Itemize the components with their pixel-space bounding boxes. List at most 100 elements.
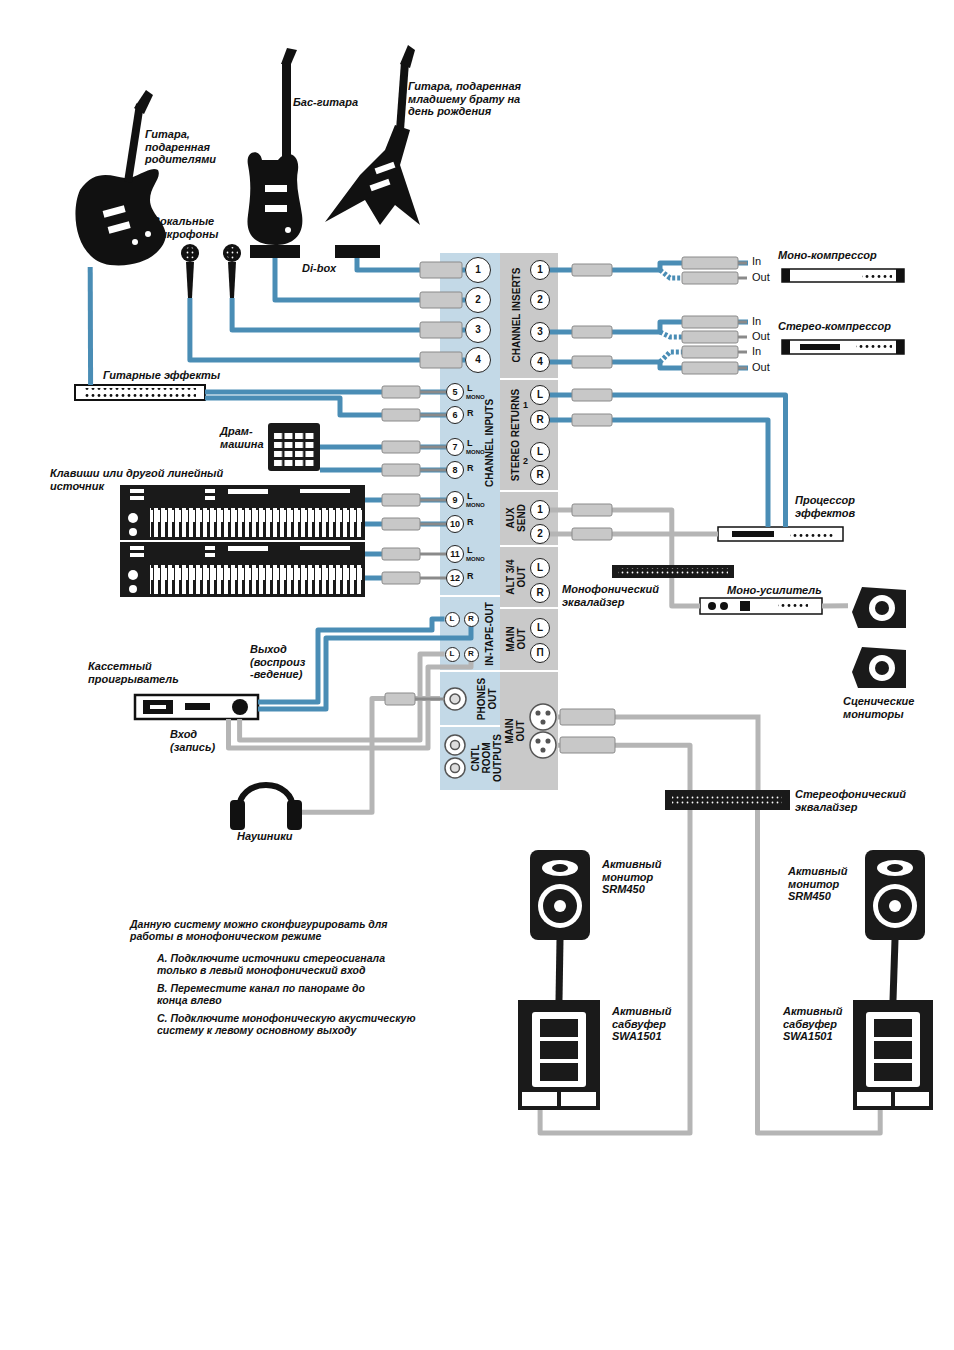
headphones [239,785,293,812]
jack-socket: 3 [530,322,550,342]
plug [382,518,420,530]
keyboard [205,489,215,493]
drum-machine [273,430,315,466]
equalizer [618,568,728,575]
mixer-section: CHANNEL INSERTS1234 [500,253,558,378]
keyboard [120,485,365,540]
jack-marking: MONO [466,502,488,508]
device: Стереофонический эквалайзер [665,790,790,810]
plug [560,737,615,753]
mixer-section: STEREO RETURNSLRLR [500,380,558,490]
cable [88,267,93,385]
mixer-panel [440,672,500,725]
plug [738,351,747,354]
cassette-deck [232,699,248,715]
jack-socket: R [530,465,550,485]
guitar-figure [134,90,153,114]
annotation: Out [752,361,782,374]
keyboard [130,553,144,557]
subwoofer [540,1019,578,1037]
device-label: Процессор эффектов [795,494,867,519]
plug [682,257,738,269]
device: Стерео-компрессор [748,314,904,376]
jack-socket: 6 [446,406,464,424]
mixer-section: MAIN OUT [500,672,558,790]
jack-socket: 11 [446,545,464,563]
jack-number: 11 [450,550,460,559]
jack-marking: L [467,439,479,448]
unlabelled-jack [541,748,545,752]
plug [682,331,738,343]
stage-monitor [875,601,889,615]
plug [560,709,615,725]
device-label: Клавиши или другой линейный источник [50,467,240,492]
mixer-section: MAIN OUTLП [500,609,558,670]
jack-number: L [537,623,543,633]
jack-number: 12 [450,574,460,583]
rack-unit [782,340,904,354]
jack-socket: 4 [465,347,491,373]
plug [572,356,612,368]
plug [420,414,446,417]
mixer-panel [500,547,558,607]
stage-monitor [875,661,889,675]
cable [302,699,440,813]
stage-monitor [852,647,906,688]
microphone [228,262,236,298]
effects-unit [84,388,196,397]
keyboard [120,542,365,597]
jack-number: 5 [452,388,457,397]
jack-number: 6 [452,411,457,420]
plug [382,548,420,560]
device-label: Активный сабвуфер SWA1501 [612,1005,676,1043]
jack-number: R [468,650,474,658]
jack-number: L [537,447,543,457]
section-label: CNTL ROOM OUTPUTS [470,728,503,788]
section-label: IN-TAPE-OUT [484,600,495,669]
unlabelled-jack [530,732,556,758]
jack-number: 3 [475,325,481,335]
microphone [223,244,241,262]
device: Сценические мониторы [848,583,908,691]
plug [382,409,420,421]
section-label: AUX SEND [505,498,527,538]
active-monitor [873,884,917,928]
active-monitor [865,850,925,940]
mixer-section: ALT 3/4 OUTLR [500,547,558,607]
plug [420,577,446,580]
plug [420,469,446,472]
jack-marking: L [467,546,479,555]
active-monitor [552,864,568,872]
jack-socket: 2 [465,287,491,313]
device-label: Стерео-компрессор [778,320,903,333]
subwoofer [561,1092,596,1106]
subwoofer [540,1063,578,1081]
device-label: Гитарные эффекты [103,369,233,382]
active-monitor [542,860,578,876]
keyboard [205,553,215,557]
plug [738,262,747,265]
section-label: MAIN OUT [505,619,527,659]
jack-socket: 7 [446,438,464,456]
di-box [250,245,380,258]
jack-marking: R [467,409,479,418]
rack-unit [790,530,834,537]
jack-number: 9 [452,496,457,505]
cable [822,603,848,608]
microphone [186,262,194,298]
annotation: Out [752,271,782,284]
mixer-panel [500,672,558,790]
jack-socket: R [464,612,479,627]
bass-figure [247,48,302,245]
equalizer [612,565,734,578]
device: Моно-усилитель [700,598,822,614]
guitar-figure [128,104,140,182]
device-label: Активный сабвуфер SWA1501 [783,1005,847,1043]
subwoofer [866,1012,920,1087]
plug [572,389,612,401]
bass-figure [265,185,287,192]
effects-unit [75,385,205,400]
jack-socket: L [530,442,550,462]
headphones [287,800,302,830]
device: Драм-машина [268,423,320,473]
